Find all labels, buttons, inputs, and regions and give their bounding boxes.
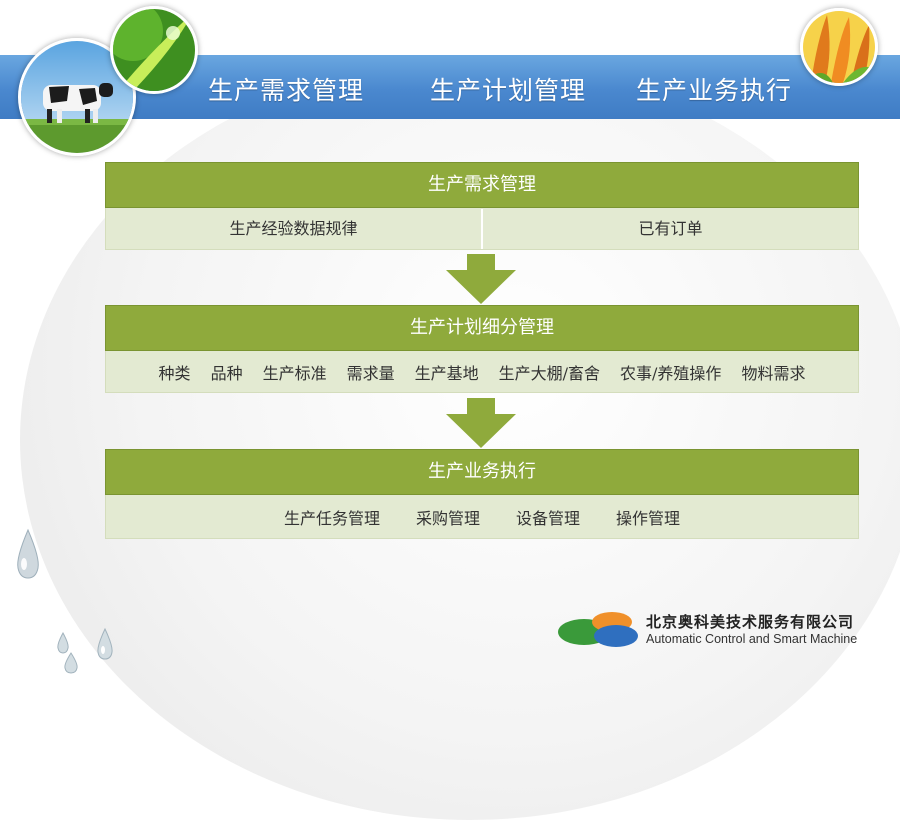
block-plan-management: 生产计划细分管理 种类 品种 生产标准 需求量 生产基地 生产大棚/畜舍 农事/… bbox=[105, 305, 859, 393]
execution-item: 操作管理 bbox=[616, 508, 681, 528]
header-title-plan: 生产计划管理 bbox=[430, 76, 587, 105]
water-drop-icon bbox=[63, 652, 79, 678]
plan-item: 生产标准 bbox=[262, 363, 327, 383]
execution-item: 设备管理 bbox=[516, 508, 581, 528]
block-demand-title: 生产需求管理 bbox=[105, 162, 859, 208]
water-drop-icon bbox=[14, 528, 42, 584]
block-plan-body: 种类 品种 生产标准 需求量 生产基地 生产大棚/畜舍 农事/养殖操作 物料需求 bbox=[105, 351, 859, 393]
water-drop-icon bbox=[56, 631, 70, 658]
tulip-photo-icon bbox=[800, 8, 878, 86]
block-execution: 生产业务执行 生产任务管理 采购管理 设备管理 操作管理 bbox=[105, 449, 859, 539]
block-execution-title: 生产业务执行 bbox=[105, 449, 859, 495]
demand-item: 生产经验数据规律 bbox=[229, 218, 358, 238]
block-plan-title: 生产计划细分管理 bbox=[105, 305, 859, 351]
plan-item: 生产大棚/畜舍 bbox=[498, 363, 601, 383]
plan-item: 物料需求 bbox=[741, 363, 806, 383]
leaf-droplet-photo-icon bbox=[110, 6, 198, 94]
plan-item: 生产基地 bbox=[414, 363, 479, 383]
plan-item: 种类 bbox=[158, 363, 191, 383]
header-title-execution: 生产业务执行 bbox=[636, 76, 793, 105]
demand-item: 已有订单 bbox=[481, 208, 858, 249]
company-name-cn: 北京奥科美技术服务有限公司 bbox=[646, 613, 855, 631]
execution-item: 采购管理 bbox=[415, 508, 480, 528]
water-drop-icon bbox=[96, 627, 114, 664]
plan-item: 农事/养殖操作 bbox=[620, 363, 722, 383]
header-title-demand: 生产需求管理 bbox=[208, 76, 365, 105]
flow-arrow-down-icon bbox=[446, 254, 516, 308]
plan-item: 需求量 bbox=[346, 363, 395, 383]
company-name-en: Automatic Control and Smart Machine bbox=[646, 632, 858, 646]
block-demand-body: 生产经验数据规律 已有订单 bbox=[105, 208, 859, 250]
block-execution-body: 生产任务管理 采购管理 设备管理 操作管理 bbox=[105, 495, 859, 539]
company-logo-icon bbox=[558, 610, 640, 654]
block-demand-management: 生产需求管理 生产经验数据规律 已有订单 bbox=[105, 162, 859, 250]
flow-arrow-down-icon bbox=[446, 398, 516, 452]
plan-item: 品种 bbox=[210, 363, 243, 383]
execution-item: 生产任务管理 bbox=[283, 508, 380, 528]
